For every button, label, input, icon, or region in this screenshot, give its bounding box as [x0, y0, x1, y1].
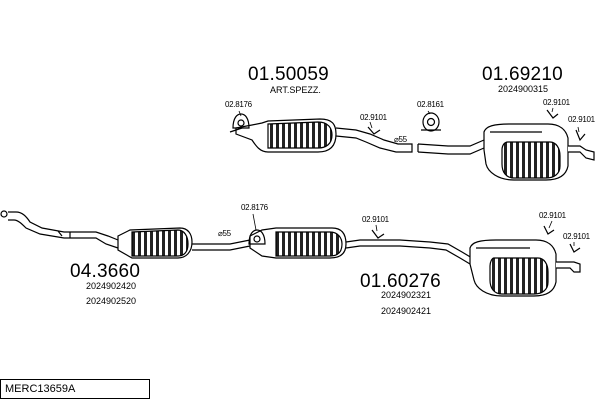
upper-rear-muffler [483, 123, 595, 181]
upper-clamp-a-icon [232, 113, 250, 129]
lower-clamp-a-label: 02.8176 [241, 203, 268, 212]
lower-clamp-a-icon [248, 229, 266, 245]
lower-front-pipe [0, 210, 119, 249]
diagram-code: MERC13659A [5, 383, 76, 395]
upper-hanger-a-icon [367, 126, 381, 135]
upper-pipe-diameter-label: ⌀55 [394, 135, 407, 144]
lower-hanger-a-icon [371, 229, 385, 239]
upper-intermediate-pipe [417, 139, 485, 155]
lower-hanger-c-icon [569, 243, 581, 253]
lower-hanger-b-icon [543, 225, 555, 235]
upper-rear-oe-number: 2024900315 [498, 84, 549, 94]
leader-lines [238, 107, 580, 246]
upper-center-part-number: 01.50059 [248, 64, 329, 85]
upper-rear-part-number: 01.69210 [482, 64, 563, 85]
lower-center-muffler [249, 227, 473, 265]
upper-hanger-c-icon [575, 129, 586, 142]
upper-hanger-b-icon [546, 109, 559, 119]
lower-rear-oe-number-1: 2024902321 [381, 290, 432, 300]
upper-clamp-b-label: 02.8161 [417, 100, 444, 109]
upper-clamp-a-label: 02.8176 [225, 100, 252, 109]
lower-hanger-b-label: 02.9101 [539, 211, 566, 220]
lower-front-oe-number-2: 2024902520 [86, 296, 137, 306]
diagram-code-box: MERC13659A [0, 379, 150, 399]
lower-hanger-a-label: 02.9101 [362, 215, 389, 224]
upper-clamp-b-icon [421, 112, 441, 132]
lower-rear-oe-number-2: 2024902421 [381, 306, 432, 316]
upper-hanger-b-label: 02.9101 [543, 98, 570, 107]
lower-catalytic-converter [117, 227, 251, 259]
lower-rear-part-number: 01.60276 [360, 271, 441, 292]
upper-hanger-a-label: 02.9101 [360, 113, 387, 122]
upper-center-muffler [229, 118, 413, 153]
lower-hanger-c-label: 02.9101 [563, 232, 590, 241]
upper-hanger-c-label: 02.9101 [568, 115, 595, 124]
lower-front-part-number: 04.3660 [70, 261, 141, 282]
lower-front-oe-number-1: 2024902420 [86, 281, 137, 291]
lower-rear-muffler [469, 239, 581, 297]
upper-center-part-note: ART.SPEZZ. [270, 85, 321, 95]
lower-pipe-diameter-label: ⌀55 [218, 229, 231, 238]
